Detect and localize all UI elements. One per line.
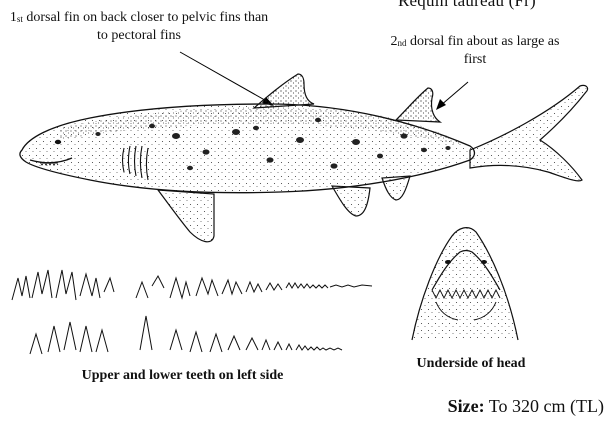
first-dorsal-fin bbox=[254, 74, 314, 108]
shark-eye bbox=[55, 140, 61, 144]
shark-lateral-view bbox=[20, 74, 588, 242]
lower-teeth-row bbox=[30, 316, 342, 354]
size-info: Size: To 320 cm (TL) bbox=[0, 396, 604, 417]
size-value: To 320 cm (TL) bbox=[485, 396, 604, 416]
teeth-caption: Upper and lower teeth on left side bbox=[10, 368, 355, 384]
underside-head-view bbox=[412, 228, 518, 340]
pectoral-fin bbox=[158, 190, 214, 242]
pelvic-fin bbox=[332, 186, 370, 216]
first-dorsal-arrow bbox=[180, 52, 274, 106]
second-dorsal-arrow bbox=[436, 82, 468, 110]
caudal-fin bbox=[470, 85, 588, 180]
head-caption: Underside of head bbox=[386, 356, 556, 372]
second-dorsal-fin bbox=[396, 88, 440, 122]
size-label: Size: bbox=[448, 396, 485, 416]
upper-teeth-row bbox=[12, 270, 372, 300]
